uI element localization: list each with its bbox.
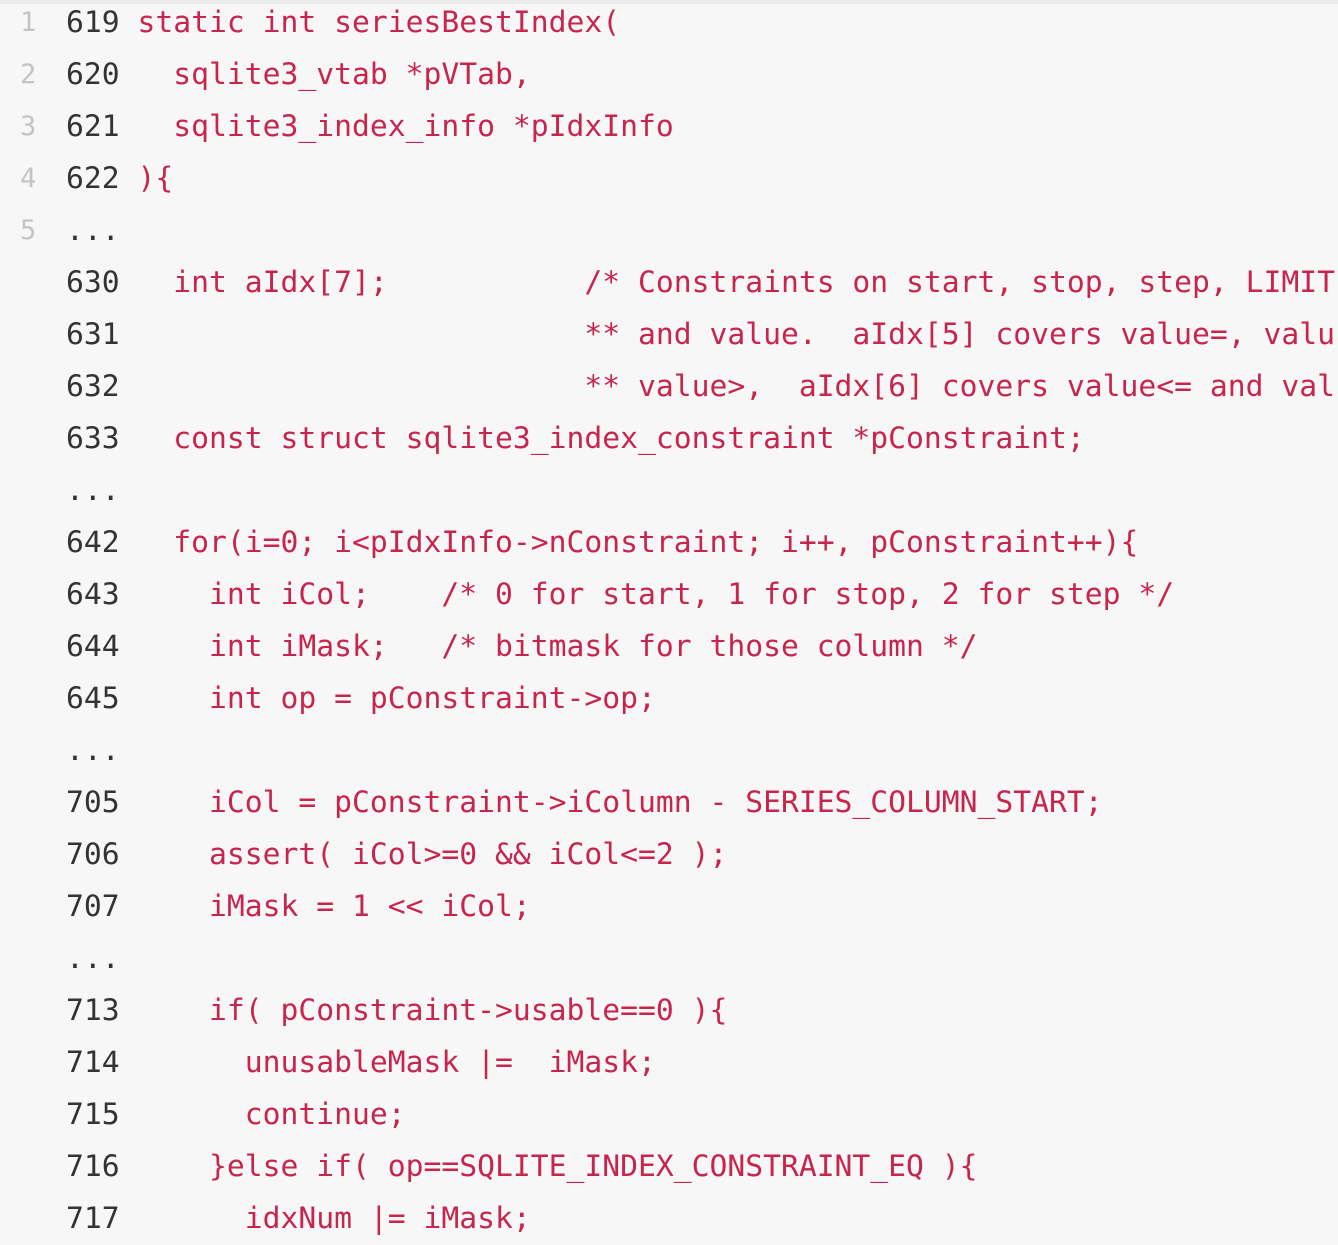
code-text: unusableMask |= iMask;	[137, 1045, 656, 1080]
code-line: 632 ** value>, aIdx[6] covers value<= an…	[0, 361, 1338, 413]
line-content: ...	[66, 205, 138, 257]
code-line: 644 int iMask; /* bitmask for those colu…	[0, 621, 1338, 673]
source-line-number: 715	[66, 1097, 120, 1132]
code-line: 1 619 static int seriesBestIndex(	[0, 0, 1338, 49]
line-content: 714 unusableMask |= iMask;	[66, 1037, 656, 1089]
code-line: 630 int aIdx[7]; /* Constraints on start…	[0, 257, 1338, 309]
line-content: 622 ){	[66, 153, 173, 205]
source-line-number: 705	[66, 785, 120, 820]
line-content: 715 continue;	[66, 1089, 406, 1141]
code-text: sqlite3_index_info *pIdxInfo	[137, 109, 674, 144]
gutter-line-number: 3	[20, 111, 37, 142]
code-line: 645 int op = pConstraint->op;	[0, 673, 1338, 725]
source-line-number: 714	[66, 1045, 120, 1080]
line-content: 621 sqlite3_index_info *pIdxInfo	[66, 101, 674, 153]
line-content: 644 int iMask; /* bitmask for those colu…	[66, 621, 978, 673]
code-text: int iMask; /* bitmask for those column *…	[137, 629, 978, 664]
code-text: int op = pConstraint->op;	[137, 681, 656, 716]
source-line-number: 630	[66, 265, 120, 300]
source-line-number: 622	[66, 161, 120, 196]
code-line: 643 int iCol; /* 0 for start, 1 for stop…	[0, 569, 1338, 621]
code-line: 631 ** and value. aIdx[5] covers value=,…	[0, 309, 1338, 361]
source-line-number: 717	[66, 1201, 120, 1236]
top-border	[0, 0, 1338, 4]
code-line: 714 unusableMask |= iMask;	[0, 1037, 1338, 1089]
line-content: 631 ** and value. aIdx[5] covers value=,…	[66, 309, 1335, 361]
line-content: 716 }else if( op==SQLITE_INDEX_CONSTRAIN…	[66, 1141, 978, 1193]
source-line-number: ...	[66, 941, 120, 976]
code-line: 633 const struct sqlite3_index_constrain…	[0, 413, 1338, 465]
line-content: 707 iMask = 1 << iCol;	[66, 881, 531, 933]
code-text: ** and value. aIdx[5] covers value=, val…	[137, 317, 1336, 352]
code-line: 642 for(i=0; i<pIdxInfo->nConstraint; i+…	[0, 517, 1338, 569]
line-content: 632 ** value>, aIdx[6] covers value<= an…	[66, 361, 1335, 413]
code-text: assert( iCol>=0 && iCol<=2 );	[137, 837, 728, 872]
line-content: 645 int op = pConstraint->op;	[66, 673, 656, 725]
source-line-number: 645	[66, 681, 120, 716]
line-content: 713 if( pConstraint->usable==0 ){	[66, 985, 727, 1037]
line-content: 705 iCol = pConstraint->iColumn - SERIES…	[66, 777, 1103, 829]
code-line: ...	[0, 465, 1338, 517]
code-text: iMask = 1 << iCol;	[137, 889, 531, 924]
gutter-line-number: 2	[20, 59, 37, 90]
line-content: ...	[66, 725, 138, 777]
code-line: 707 iMask = 1 << iCol;	[0, 881, 1338, 933]
code-line: 716 }else if( op==SQLITE_INDEX_CONSTRAIN…	[0, 1141, 1338, 1193]
line-content: 620 sqlite3_vtab *pVTab,	[66, 49, 531, 101]
code-text: int iCol; /* 0 for start, 1 for stop, 2 …	[137, 577, 1175, 612]
line-content: 706 assert( iCol>=0 && iCol<=2 );	[66, 829, 727, 881]
code-line: 705 iCol = pConstraint->iColumn - SERIES…	[0, 777, 1338, 829]
source-line-number: 716	[66, 1149, 120, 1184]
code-text: if( pConstraint->usable==0 ){	[137, 993, 728, 1028]
source-line-number: 643	[66, 577, 120, 612]
line-content: 717 idxNum |= iMask;	[66, 1193, 531, 1245]
source-line-number: 713	[66, 993, 120, 1028]
source-line-number: ...	[66, 733, 120, 768]
code-text: const struct sqlite3_index_constraint *p…	[137, 421, 1085, 456]
source-line-number: 621	[66, 109, 120, 144]
code-line: 2 620 sqlite3_vtab *pVTab,	[0, 49, 1338, 101]
code-text: for(i=0; i<pIdxInfo->nConstraint; i++, p…	[137, 525, 1139, 560]
code-line: 717 idxNum |= iMask;	[0, 1193, 1338, 1245]
line-content: 630 int aIdx[7]; /* Constraints on start…	[66, 257, 1335, 309]
code-line: ...	[0, 725, 1338, 777]
source-line-number: 642	[66, 525, 120, 560]
line-content: 643 int iCol; /* 0 for start, 1 for stop…	[66, 569, 1174, 621]
code-text: ** value>, aIdx[6] covers value<= and va…	[137, 369, 1336, 404]
line-content: 619 static int seriesBestIndex(	[66, 0, 620, 49]
code-line: ...	[0, 933, 1338, 985]
line-content: ...	[66, 465, 138, 517]
line-content: 633 const struct sqlite3_index_constrain…	[66, 413, 1085, 465]
line-content: 642 for(i=0; i<pIdxInfo->nConstraint; i+…	[66, 517, 1138, 569]
source-line-number: 707	[66, 889, 120, 924]
code-text: int aIdx[7]; /* Constraints on start, st…	[137, 265, 1336, 300]
code-text: static int seriesBestIndex(	[137, 5, 621, 40]
code-text: sqlite3_vtab *pVTab,	[137, 57, 531, 92]
gutter-line-number: 4	[20, 163, 37, 194]
gutter-line-number: 1	[20, 7, 37, 38]
code-line: 706 assert( iCol>=0 && iCol<=2 );	[0, 829, 1338, 881]
code-line: 4 622 ){	[0, 153, 1338, 205]
code-text: continue;	[137, 1097, 406, 1132]
source-line-number: 632	[66, 369, 120, 404]
source-line-number: 619	[66, 5, 120, 40]
source-line-number: 620	[66, 57, 120, 92]
source-line-number: 631	[66, 317, 120, 352]
source-line-number: 644	[66, 629, 120, 664]
gutter-line-number: 5	[20, 215, 37, 246]
source-line-number: ...	[66, 213, 120, 248]
source-line-number: ...	[66, 473, 120, 508]
code-text: iCol = pConstraint->iColumn - SERIES_COL…	[137, 785, 1103, 820]
code-line: 3 621 sqlite3_index_info *pIdxInfo	[0, 101, 1338, 153]
line-content: ...	[66, 933, 138, 985]
code-text: idxNum |= iMask;	[137, 1201, 531, 1236]
code-text: ){	[137, 161, 174, 196]
code-line: 713 if( pConstraint->usable==0 ){	[0, 985, 1338, 1037]
source-line-number: 633	[66, 421, 120, 456]
code-text: }else if( op==SQLITE_INDEX_CONSTRAINT_EQ…	[137, 1149, 978, 1184]
code-line: 5...	[0, 205, 1338, 257]
source-line-number: 706	[66, 837, 120, 872]
code-line: 715 continue;	[0, 1089, 1338, 1141]
